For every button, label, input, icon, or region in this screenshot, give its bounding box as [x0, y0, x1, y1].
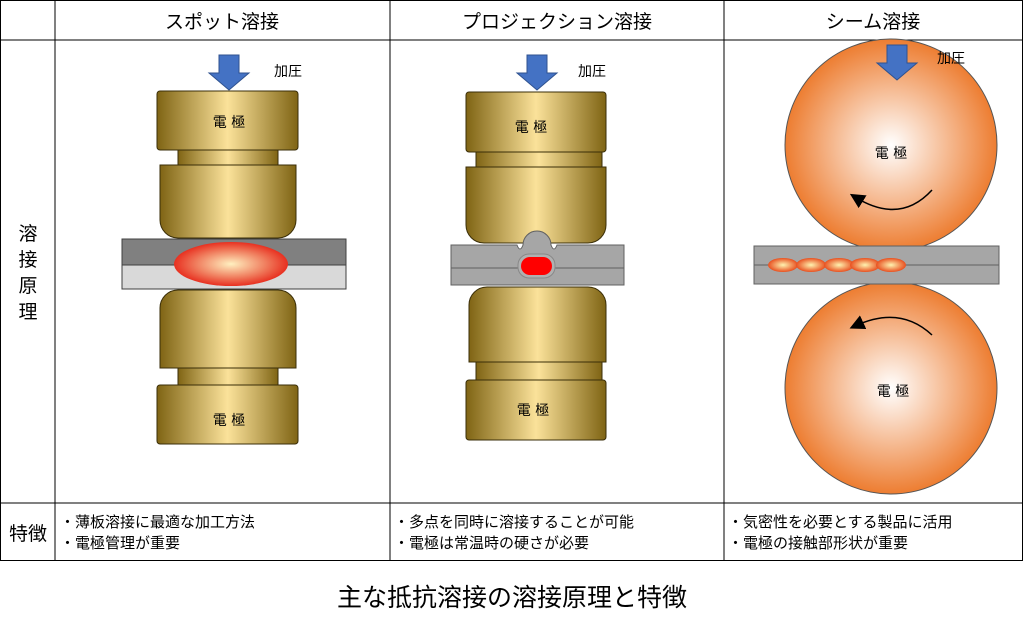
spot-diagram: 加圧 電 極 電 極	[121, 54, 347, 445]
features-seam: ・気密性を必要とする製品に活用 ・電極の接触部形状が重要	[728, 512, 953, 554]
pressure-arrow-icon	[515, 54, 559, 91]
svg-text:原: 原	[18, 275, 37, 297]
projection-diagram: 加圧 電 極 電 極	[450, 54, 625, 441]
row-label-features: 特徴	[9, 523, 47, 545]
svg-text:電 極: 電 極	[875, 146, 907, 162]
svg-text:加圧: 加圧	[937, 51, 965, 67]
weld-nugget	[174, 242, 288, 286]
row-label-principle: 溶 接 原 理	[18, 223, 37, 323]
feature-item: ・電極の接触部形状が重要	[728, 534, 909, 552]
svg-text:加圧: 加圧	[578, 64, 606, 80]
svg-text:電 極: 電 極	[213, 413, 245, 429]
weld-nugget	[521, 257, 552, 275]
pressure-arrow-icon	[207, 54, 251, 91]
svg-text:接: 接	[18, 249, 37, 271]
rotation-arrow-icon	[849, 189, 933, 211]
svg-text:電 極: 電 極	[515, 120, 547, 136]
figure-caption: 主な抵抗溶接の溶接原理と特徴	[336, 583, 687, 612]
features-projection: ・多点を同時に溶接することが可能 ・電極は常温時の硬さが必要	[394, 512, 634, 554]
svg-text:電 極: 電 極	[877, 384, 909, 400]
svg-text:加圧: 加圧	[274, 64, 302, 80]
feature-item: ・気密性を必要とする製品に活用	[728, 513, 953, 531]
pressure-arrow-icon	[875, 44, 919, 81]
svg-text:理: 理	[18, 301, 37, 323]
feature-item: ・電極は常温時の硬さが必要	[394, 534, 590, 552]
feature-item: ・多点を同時に溶接することが可能	[394, 513, 635, 531]
svg-text:電 極: 電 極	[517, 403, 549, 419]
feature-item: ・薄板溶接に最適な加工方法	[60, 513, 256, 531]
feature-item: ・電極管理が重要	[60, 534, 181, 552]
header-projection: プロジェクション溶接	[462, 11, 652, 33]
svg-text:電 極: 電 極	[213, 115, 245, 131]
svg-text:溶: 溶	[18, 223, 37, 245]
header-spot: スポット溶接	[165, 11, 279, 33]
lower-electrode	[156, 384, 299, 445]
features-spot: ・薄板溶接に最適な加工方法 ・電極管理が重要	[60, 512, 255, 554]
table-grid	[0, 0, 1023, 561]
rotation-arrow-icon	[849, 315, 933, 336]
seam-diagram: 加圧 電 極 電 極	[753, 38, 1000, 495]
header-seam: シーム溶接	[826, 11, 920, 33]
